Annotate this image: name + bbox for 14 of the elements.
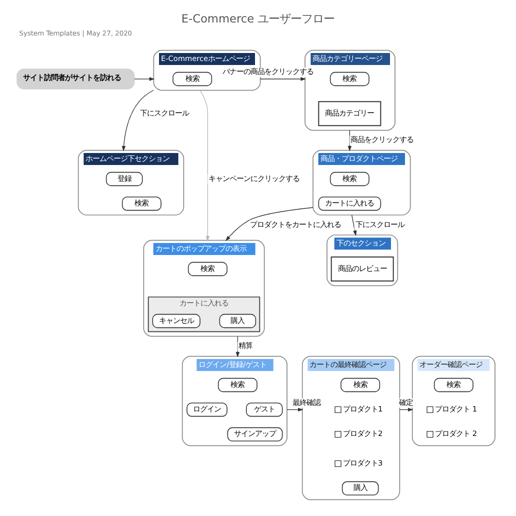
node-box — [334, 460, 342, 467]
arrow — [200, 90, 210, 242]
arrow — [286, 408, 304, 412]
arrow — [134, 77, 155, 81]
arrow — [260, 77, 306, 81]
arrow — [225, 207, 314, 242]
node-box — [426, 406, 434, 413]
node-box — [334, 406, 342, 413]
node-box — [334, 431, 342, 438]
arrow — [122, 90, 154, 152]
arrow — [236, 336, 240, 358]
node-box — [426, 431, 434, 438]
diagram-title: E-Commerce ユーザーフロー — [181, 12, 335, 26]
arrow — [351, 214, 357, 236]
